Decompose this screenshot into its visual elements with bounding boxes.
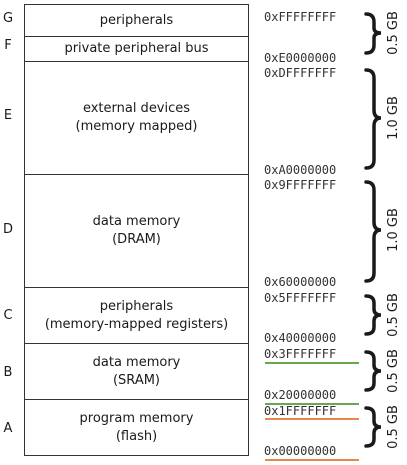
region-b-sram: data memory (SRAM) [24,343,249,400]
region-letter-b: B [3,365,13,380]
address-d-top: 0x9FFFFFFF [264,178,337,192]
region-letter-d: D [2,222,13,237]
size-label-gf: 0.5 GB [386,11,401,55]
region-letter-e: E [3,108,13,123]
region-f-label: private peripheral bus [64,41,209,56]
address-g-top: 0xFFFFFFFF [264,10,337,24]
flash-top-underline [265,418,359,420]
address-e-top: 0xDFFFFFFF [264,66,337,80]
sram-bottom-underline [265,403,359,405]
region-b-sublabel: (SRAM) [112,372,160,388]
region-c-label: peripherals [99,298,174,314]
region-f-private-peripheral-bus: private peripheral bus [24,36,249,62]
address-e-bottom: 0xA0000000 [264,163,337,177]
address-a-bottom: 0x00000000 [264,444,337,458]
region-a-label: program memory [79,410,194,426]
size-label-d: 1.0 GB [386,208,401,252]
region-a-flash: program memory (flash) [24,399,249,456]
flash-bottom-underline [265,459,359,461]
size-label-a: 0.5 GB [386,405,401,449]
region-letter-a: A [3,421,13,436]
region-letter-c: C [3,308,13,323]
region-d-dram: data memory (DRAM) [24,174,249,288]
address-d-bottom: 0x60000000 [264,275,337,289]
region-b-label: data memory [92,354,181,370]
sram-top-underline [265,362,359,364]
size-label-e: 1.0 GB [386,96,401,140]
region-d-label: data memory [92,214,181,229]
region-g-label: peripherals [99,12,174,28]
size-label-b: 0.5 GB [386,349,401,393]
region-d-sublabel: (DRAM) [112,232,161,247]
address-a-top: 0x1FFFFFFF [264,404,337,418]
region-e-sublabel: (memory mapped) [75,119,198,134]
region-letter-f: F [4,38,12,53]
brace-e [364,68,382,170]
brace-a [364,406,382,448]
address-b-top: 0x3FFFFFFF [264,347,337,361]
region-c-sublabel: (memory-mapped registers) [44,316,229,332]
brace-d [364,180,382,283]
address-f-bottom: 0xE0000000 [264,51,337,65]
address-c-top: 0x5FFFFFFF [264,291,337,305]
address-b-bottom: 0x20000000 [264,388,337,402]
address-c-bottom: 0x40000000 [264,331,337,345]
region-a-sublabel: (flash) [115,428,158,444]
region-e-label: external devices [82,101,191,116]
region-e-external-devices: external devices (memory mapped) [24,61,249,175]
region-letter-g: G [2,11,14,26]
brace-c [364,294,382,336]
size-label-c: 0.5 GB [386,293,401,337]
brace-b [364,350,382,392]
brace-gf [364,12,382,55]
